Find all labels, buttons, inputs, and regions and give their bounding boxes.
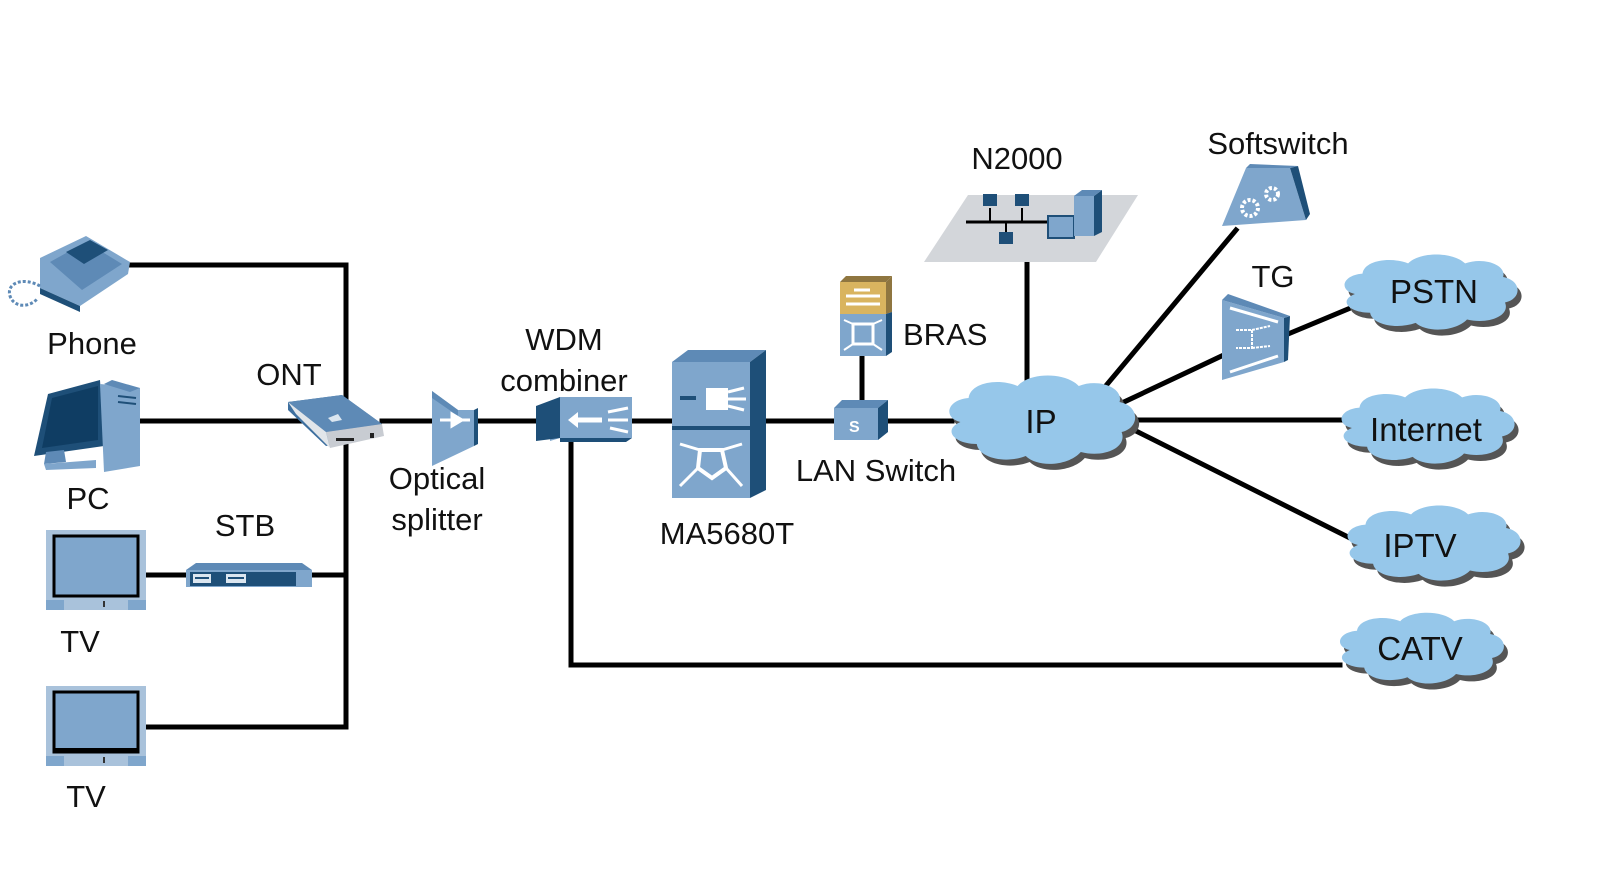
connections bbox=[125, 226, 1352, 730]
olt-icon bbox=[672, 350, 766, 498]
label-optical-splitter-line1: Optical bbox=[388, 461, 486, 496]
link-wdm-catv bbox=[568, 437, 1343, 668]
link-phone-ont bbox=[125, 262, 349, 423]
label-ma5680t: MA5680T bbox=[659, 516, 795, 551]
label-tv-1: TV bbox=[60, 624, 100, 659]
link-tg-ip bbox=[1120, 349, 1232, 406]
label-optical-splitter-line2: splitter bbox=[391, 502, 483, 537]
label-wdm-line2: combiner bbox=[500, 363, 628, 398]
link-softswitch-ip bbox=[1100, 226, 1240, 392]
link-tg-pstn bbox=[1284, 305, 1352, 338]
svg-text:S: S bbox=[849, 419, 860, 436]
set-top-box-icon bbox=[186, 563, 312, 587]
label-softswitch: Softswitch bbox=[1207, 126, 1349, 161]
label-internet: Internet bbox=[1370, 411, 1482, 448]
tv-icon bbox=[46, 530, 146, 610]
label-ip: IP bbox=[1025, 403, 1057, 440]
label-pstn: PSTN bbox=[1389, 273, 1479, 310]
label-tv-2: TV bbox=[66, 779, 106, 814]
link-ip-iptv bbox=[1134, 428, 1352, 541]
label-stb: STB bbox=[214, 508, 276, 543]
pc-icon bbox=[34, 380, 140, 472]
label-wdm-line1: WDM bbox=[525, 322, 603, 357]
label-phone: Phone bbox=[47, 326, 137, 361]
label-catv: CATV bbox=[1377, 630, 1463, 667]
trunk-gateway-icon bbox=[1222, 294, 1290, 380]
label-lan-switch: LAN Switch bbox=[795, 453, 957, 488]
wdm-combiner-icon bbox=[536, 397, 632, 442]
label-bras: BRAS bbox=[903, 317, 988, 352]
lan-switch-icon: S bbox=[834, 400, 888, 440]
optical-splitter-icon bbox=[432, 391, 478, 466]
label-pc: PC bbox=[66, 481, 110, 516]
softswitch-icon bbox=[1222, 164, 1310, 226]
ont-icon bbox=[288, 395, 384, 448]
network-management-icon bbox=[924, 190, 1138, 262]
label-iptv: IPTV bbox=[1383, 527, 1457, 564]
phone-icon bbox=[7, 236, 130, 312]
label-ont: ONT bbox=[256, 357, 322, 392]
bras-icon bbox=[840, 276, 892, 356]
tv-icon bbox=[46, 686, 146, 766]
label-n2000: N2000 bbox=[971, 141, 1063, 176]
label-tg: TG bbox=[1251, 259, 1295, 294]
